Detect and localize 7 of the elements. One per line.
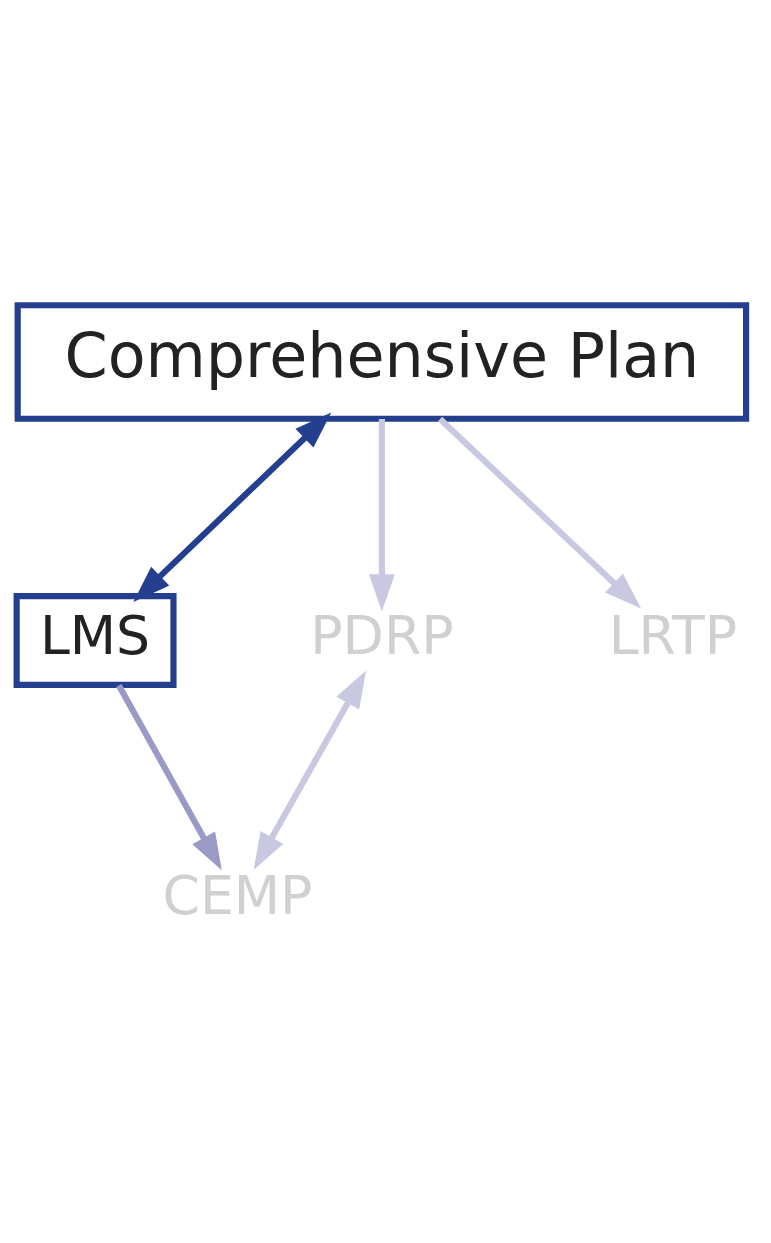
node-box: Comprehensive Plan	[14, 301, 750, 422]
arrow	[253, 670, 367, 870]
arrow	[133, 411, 332, 602]
arrow	[368, 418, 395, 611]
arrow	[437, 416, 642, 609]
arrow	[116, 683, 222, 870]
node-box: LMS	[13, 592, 177, 688]
